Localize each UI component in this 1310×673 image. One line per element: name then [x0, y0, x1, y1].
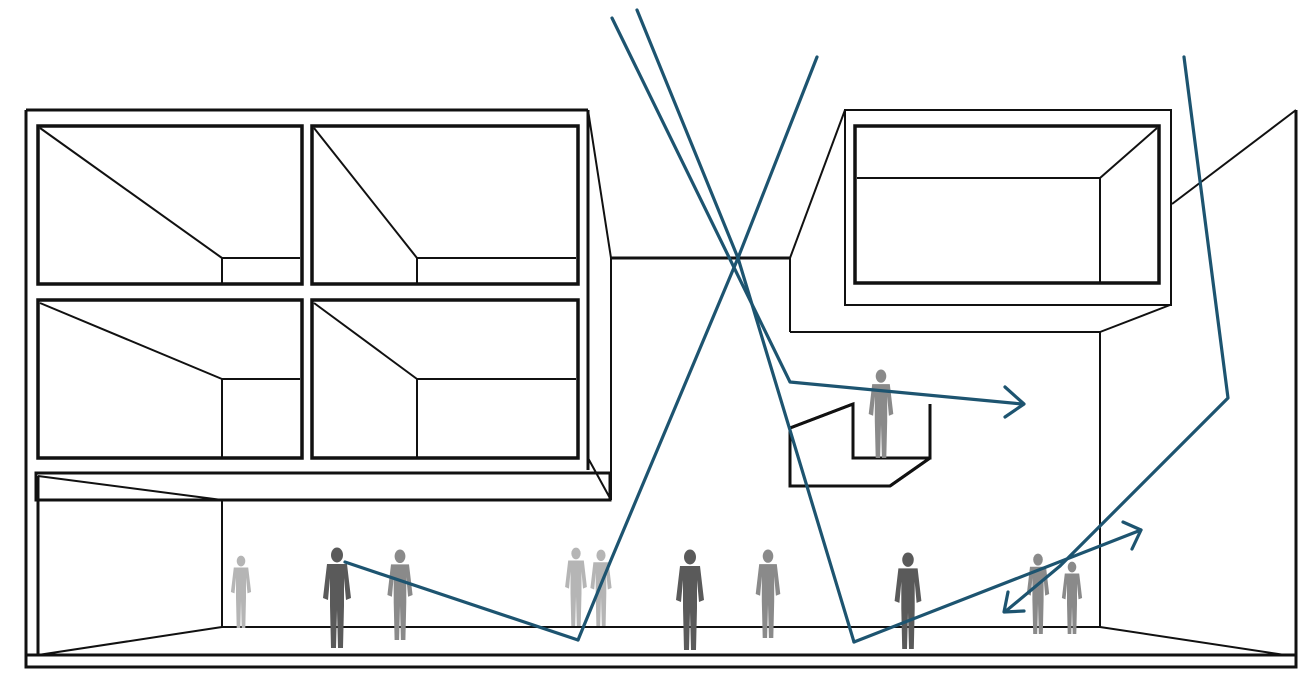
- person-balcony-figure: [869, 370, 894, 458]
- balcony-box: [790, 404, 930, 486]
- person-10-figure: [1062, 562, 1082, 634]
- sightline-ray-4: [1060, 57, 1228, 566]
- ground-frame: [26, 655, 1296, 667]
- people: [231, 370, 1082, 650]
- sightline-ray-3: [612, 18, 1022, 404]
- sightline-ray-6: [345, 562, 578, 640]
- sightline-ray-1: [578, 57, 817, 640]
- person-1-figure: [231, 556, 251, 628]
- sightline-ray-2: [637, 10, 854, 642]
- suspended-volume: [790, 110, 1171, 332]
- room-mid-right: [312, 300, 578, 458]
- room-mid-left: [38, 300, 302, 458]
- person-4-figure: [565, 548, 587, 626]
- person-6-figure: [676, 550, 704, 651]
- room-top-right: [312, 126, 578, 284]
- building-section: [26, 110, 1296, 667]
- person-8-figure: [895, 553, 922, 649]
- sightlines: [345, 10, 1228, 642]
- person-7-figure: [756, 550, 781, 638]
- room-top-left: [38, 126, 302, 284]
